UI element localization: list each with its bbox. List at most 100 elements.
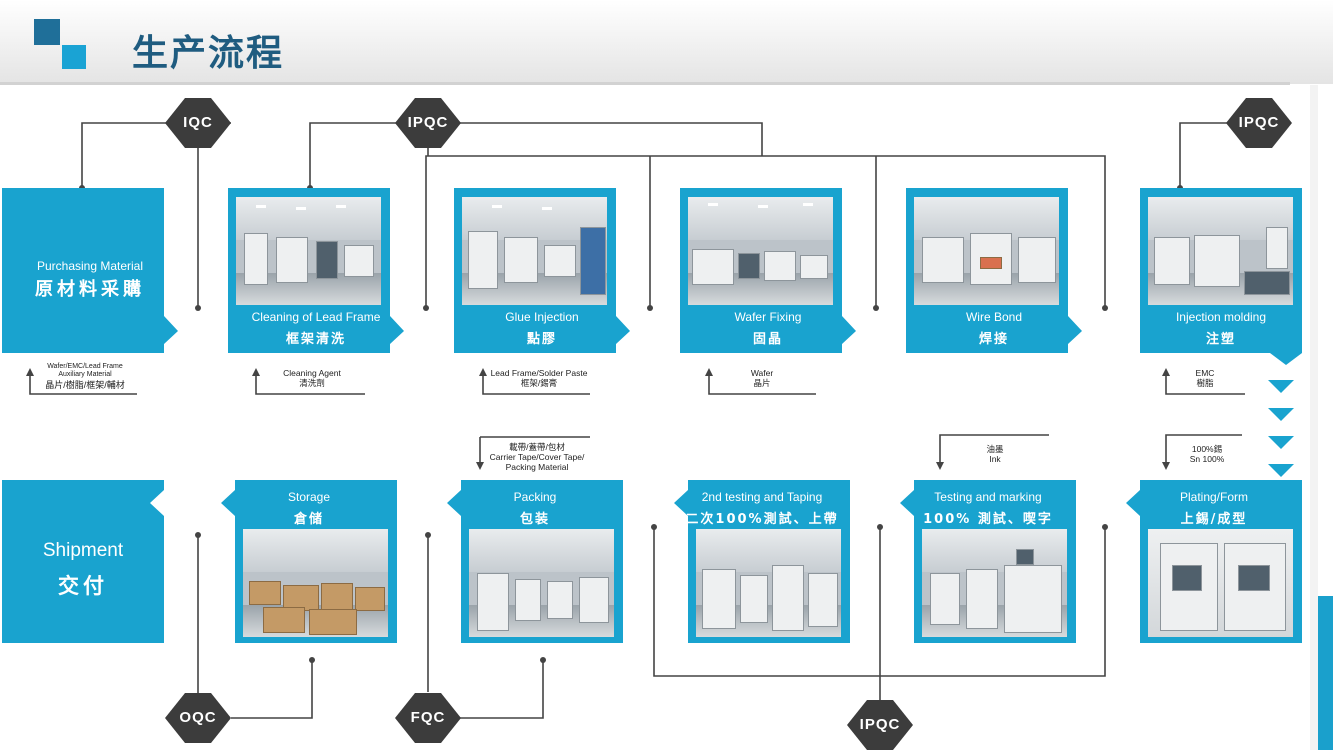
qc-ipqc-label: IPQC [859,716,901,733]
header-divider [0,82,1290,85]
step-cleaning: Cleaning of Lead Frame 框架清洗 [228,188,404,353]
step-shipment: Shipment 交付 [2,480,164,643]
step-packing-en: Packing [513,490,557,504]
qc-iqc: IQC [165,98,231,148]
qc-iqc-label: IQC [183,114,213,131]
step-storage: Storage 倉储 [221,480,397,643]
material-line: Auxiliary Material [58,371,112,378]
diamond-shape [165,98,231,148]
step-shipment-cn: 交付 [58,574,108,598]
step-cleaning-cn: 框架清洗 [285,332,346,347]
photo-testing-marking [922,529,1067,637]
diamond-shape [395,693,461,743]
material-purchasing: Wafer/EMC/Lead Frame Auxiliary Material … [26,363,144,391]
material-line: Cleaning Agent [283,368,341,378]
material-line: Sn 100% [1189,454,1225,464]
qc-ipqc-label: IPQC [407,114,449,131]
logo-square-dark [34,19,60,45]
diamond-shape [165,693,231,743]
step-wire-bond-en: Wire Bond [965,310,1023,324]
step-shipment-en: Shipment [42,540,124,561]
diamond-shape [847,700,913,750]
qc-ipqc-label: IPQC [1238,114,1280,131]
chevron-down-icon [1268,380,1294,393]
qc-ipqc-bottom: IPQC [847,700,913,750]
step-2nd-testing-cn: 二次100%測試、上帶 [685,512,839,527]
material-line: EMC [1195,368,1215,378]
step-testing-marking-cn: 100% 測試、喫字 [923,512,1053,527]
photo-wafer-fixing [688,197,833,305]
material-line: 100%錫 [1191,444,1223,454]
qc-fqc-label: FQC [410,709,446,726]
chevron-down-icon [1268,408,1294,421]
step-wire-bond-cn: 焊接 [978,332,1009,347]
material-line: Wafer [750,368,774,378]
step-glue-injection: Glue Injection 點膠 [454,188,630,353]
chevron-down-icon [1268,464,1294,477]
material-line: 晶片 [753,378,771,388]
material-injection-molding: EMC 樹脂 [1170,368,1240,388]
material-line: 油墨 [986,444,1004,454]
photo-plating-form [1148,529,1293,637]
step-storage-en: Storage [287,490,331,504]
step-purchasing-material-en: Purchasing Material [36,259,144,273]
step-packing: Packing 包装 [447,480,623,643]
step-cleaning-en: Cleaning of Lead Frame [251,310,381,324]
page-title: 生产流程 [132,33,285,74]
header-bar [0,0,1333,84]
step-purchasing-material-cn: 原材料采購 [35,279,145,300]
step-wafer-fixing: Wafer Fixing 固晶 [680,188,856,353]
photo-cleaning [236,197,381,305]
material-line: 清洗劑 [299,378,325,388]
qc-oqc-label: OQC [179,709,217,726]
material-line: 載帶/蓋帶/包材 [509,442,565,452]
material-line: Lead Frame/Solder Paste [490,368,588,378]
step-glue-injection-cn: 點膠 [526,332,557,347]
qc-oqc: OQC [165,693,231,743]
material-packing: 載帶/蓋帶/包材 Carrier Tape/Cover Tape/ Packin… [482,442,592,472]
step-2nd-testing: 2nd testing and Taping 二次100%測試、上帶 [674,480,850,643]
step-injection-molding-en: Injection molding [1175,310,1267,324]
step-storage-cn: 倉储 [293,512,324,527]
step-wafer-fixing-en: Wafer Fixing [734,310,802,324]
material-line: 框架/錫膏 [520,378,558,388]
photo-glue-injection [462,197,607,305]
step-glue-injection-en: Glue Injection [505,310,579,324]
material-wafer-fixing: Wafer 晶片 [712,368,812,388]
photo-injection-molding [1148,197,1293,305]
step-testing-marking-en: Testing and marking [934,490,1042,504]
photo-wire-bond [914,197,1059,305]
step-wire-bond: Wire Bond 焊接 [906,188,1082,353]
step-injection-molding-cn: 注塑 [1205,332,1236,347]
material-line: 晶片/樹脂/框架/輔材 [45,380,125,390]
step-2nd-testing-en: 2nd testing and Taping [701,490,823,504]
qc-ipqc-top-left: IPQC [395,98,461,148]
material-testing-marking: 油墨 Ink [960,444,1030,464]
material-line: Packing Material [505,462,569,472]
right-margin-strip [1310,85,1318,750]
qc-fqc: FQC [395,693,461,743]
photo-packing [469,529,614,637]
step-injection-molding: Injection molding 注塑 [1140,188,1302,365]
material-cleaning: Cleaning Agent 清洗劑 [262,368,362,388]
chevron-down-icon [1268,436,1294,449]
step-packing-cn: 包装 [519,512,550,527]
step-testing-marking: Testing and marking 100% 測試、喫字 [900,480,1076,643]
step-plating-form: Plating/Form 上錫/成型 [1126,480,1302,643]
step-plating-form-en: Plating/Form [1179,490,1249,504]
material-line: Wafer/EMC/Lead Frame [47,363,123,370]
step-plating-form-cn: 上錫/成型 [1180,512,1248,527]
diamond-shape [1226,98,1292,148]
photo-2nd-testing [696,529,841,637]
material-line: 樹脂 [1196,378,1214,388]
material-line: Carrier Tape/Cover Tape/ [489,452,585,462]
material-plating: 100%錫 Sn 100% [1172,444,1242,464]
photo-storage [243,529,388,637]
logo-square-light [62,45,86,69]
material-line: Ink [989,454,1001,464]
step-purchasing-material: Purchasing Material 原材料采購 [2,188,178,353]
diamond-shape [395,98,461,148]
material-glue-injection: Lead Frame/Solder Paste 框架/錫膏 [484,368,594,388]
qc-ipqc-top-right: IPQC [1226,98,1292,148]
